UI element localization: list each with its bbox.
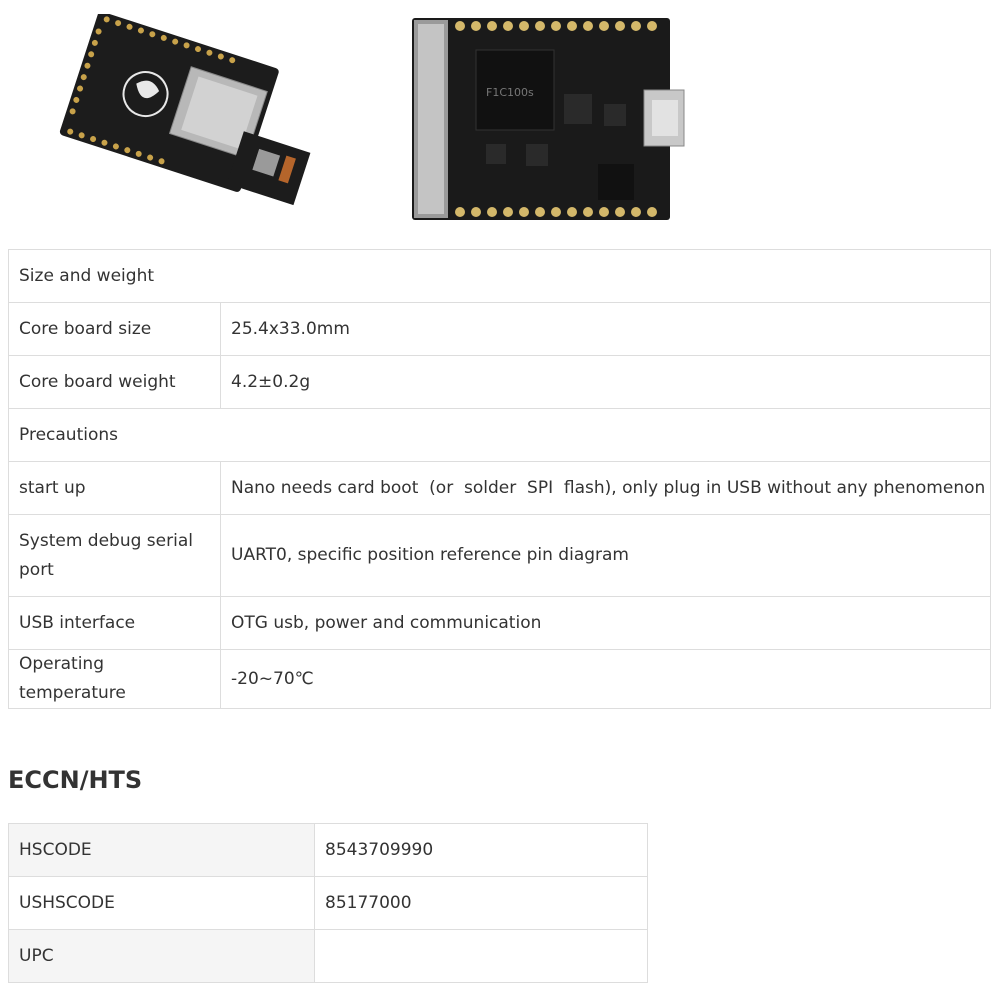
row-value: 8543709990 [314, 823, 648, 877]
row-value: UART0, specific position reference pin d… [220, 514, 991, 597]
row-label: UPC [8, 929, 315, 983]
table-row: UPC [8, 929, 648, 983]
row-label: Operating temperature [8, 649, 221, 709]
row-label: USHSCODE [8, 876, 315, 930]
row-value: 85177000 [314, 876, 648, 930]
row-label: USB interface [8, 596, 221, 650]
row-value: 25.4x33.0mm [220, 302, 991, 356]
specification-table: Size and weight Core board size 25.4x33.… [8, 249, 991, 709]
section-heading: Precautions [8, 408, 991, 462]
eccn-heading: ECCN/HTS [8, 766, 143, 794]
board-photo-angled [40, 14, 340, 224]
table-row: Core board size 25.4x33.0mm [8, 302, 991, 356]
row-label: Core board size [8, 302, 221, 356]
section-row-size-weight: Size and weight [8, 249, 991, 303]
row-value [314, 929, 648, 983]
product-photos: F1C100s [0, 0, 1000, 240]
row-label: HSCODE [8, 823, 315, 877]
row-value: 4.2±0.2g [220, 355, 991, 409]
table-row: USHSCODE 85177000 [8, 876, 648, 930]
table-row: System debug serial port UART0, specific… [8, 514, 991, 597]
eccn-table: HSCODE 8543709990 USHSCODE 85177000 UPC [8, 823, 648, 983]
svg-text:F1C100s: F1C100s [486, 86, 534, 99]
row-value: -20~70℃ [220, 649, 991, 709]
row-value: OTG usb, power and communication [220, 596, 991, 650]
row-label: Core board weight [8, 355, 221, 409]
row-label: start up [8, 461, 221, 515]
table-row: USB interface OTG usb, power and communi… [8, 596, 991, 650]
row-value: Nano needs card boot (or solder SPI flas… [220, 461, 991, 515]
section-row-precautions: Precautions [8, 408, 991, 462]
table-row: start up Nano needs card boot (or solder… [8, 461, 991, 515]
row-label: System debug serial port [8, 514, 221, 597]
board-photo-top: F1C100s [408, 14, 688, 224]
section-heading: Size and weight [8, 249, 991, 303]
table-row: HSCODE 8543709990 [8, 823, 648, 877]
table-row: Operating temperature -20~70℃ [8, 649, 991, 709]
table-row: Core board weight 4.2±0.2g [8, 355, 991, 409]
